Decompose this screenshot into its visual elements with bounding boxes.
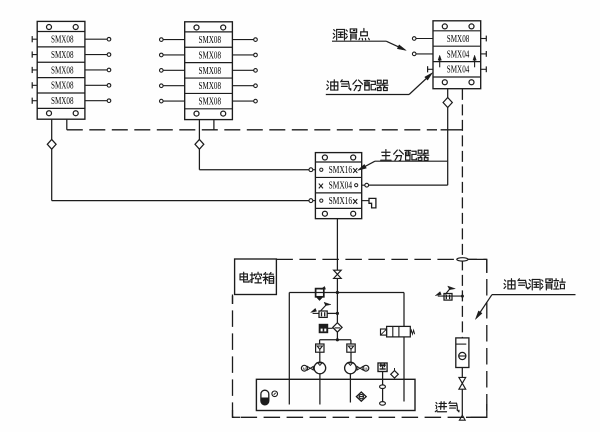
svg-text:SMX08: SMX08	[51, 81, 74, 92]
svg-text:SMX08: SMX08	[51, 50, 74, 61]
svg-text:SMX08: SMX08	[51, 35, 74, 46]
svg-text:SMX16: SMX16	[329, 165, 353, 176]
svg-text:SMX08: SMX08	[447, 34, 470, 45]
svg-text:SMX08: SMX08	[51, 96, 74, 107]
svg-text:SMX08: SMX08	[51, 65, 74, 76]
svg-text:SMX04: SMX04	[329, 181, 353, 192]
svg-text:SMX08: SMX08	[199, 81, 222, 92]
svg-text:SMX08: SMX08	[199, 66, 222, 77]
svg-text:SMX04: SMX04	[447, 49, 470, 60]
svg-text:SMX04: SMX04	[447, 65, 470, 76]
svg-text:M: M	[364, 367, 367, 371]
svg-text:SMX08: SMX08	[199, 35, 222, 46]
svg-text:SMX16: SMX16	[329, 196, 353, 207]
svg-text:M: M	[303, 367, 306, 371]
svg-text:SMX08: SMX08	[199, 97, 222, 108]
svg-text:SMX08: SMX08	[199, 50, 222, 61]
